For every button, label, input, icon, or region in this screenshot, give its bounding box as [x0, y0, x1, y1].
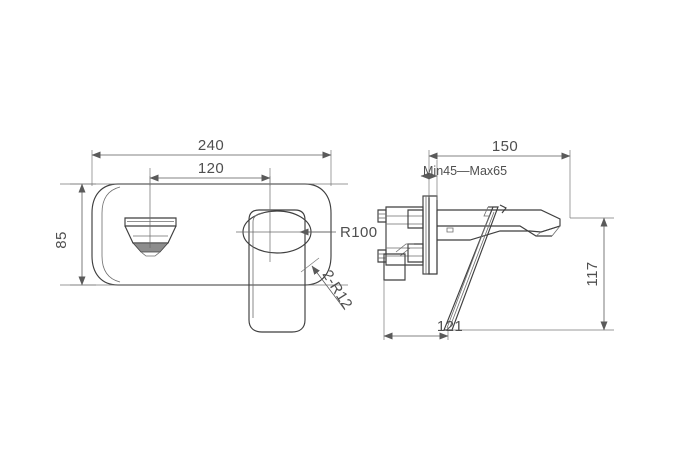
- dimension-label-85: 85: [53, 231, 70, 249]
- dimension-label-117: 117: [584, 261, 601, 286]
- dimension-label-120: 120: [198, 160, 224, 177]
- note-label-r100: R100: [340, 224, 377, 241]
- dimension-label-240: 240: [198, 137, 224, 154]
- front-plate-construction-lines: [70, 183, 348, 286]
- dimension-85: [60, 183, 96, 286]
- front-plate-inner-edge: [101, 186, 121, 283]
- note-label-min-max: Min45—Max65: [423, 164, 507, 178]
- dimension-label-150: 150: [492, 138, 518, 155]
- spout-body-side: [436, 209, 561, 274]
- lever-handle-side: [443, 204, 507, 331]
- side-view-extension-lines: [383, 150, 614, 340]
- escutcheon-plate: [428, 195, 438, 275]
- note-2r12-leader: [300, 257, 346, 311]
- dimension-240: [91, 150, 332, 186]
- front-view-group: [60, 150, 348, 333]
- front-plate-outline: [91, 183, 332, 286]
- concealed-valve-body: [377, 206, 424, 322]
- note-label-2r12: 2-R12: [319, 267, 356, 312]
- side-view-group: [377, 150, 614, 340]
- lever-handle-front: [242, 209, 312, 333]
- dimension-120: [149, 168, 271, 186]
- dimension-label-121: 121: [437, 318, 463, 335]
- aerator-outlet-detail: [124, 217, 177, 257]
- wall-flange: [422, 195, 430, 275]
